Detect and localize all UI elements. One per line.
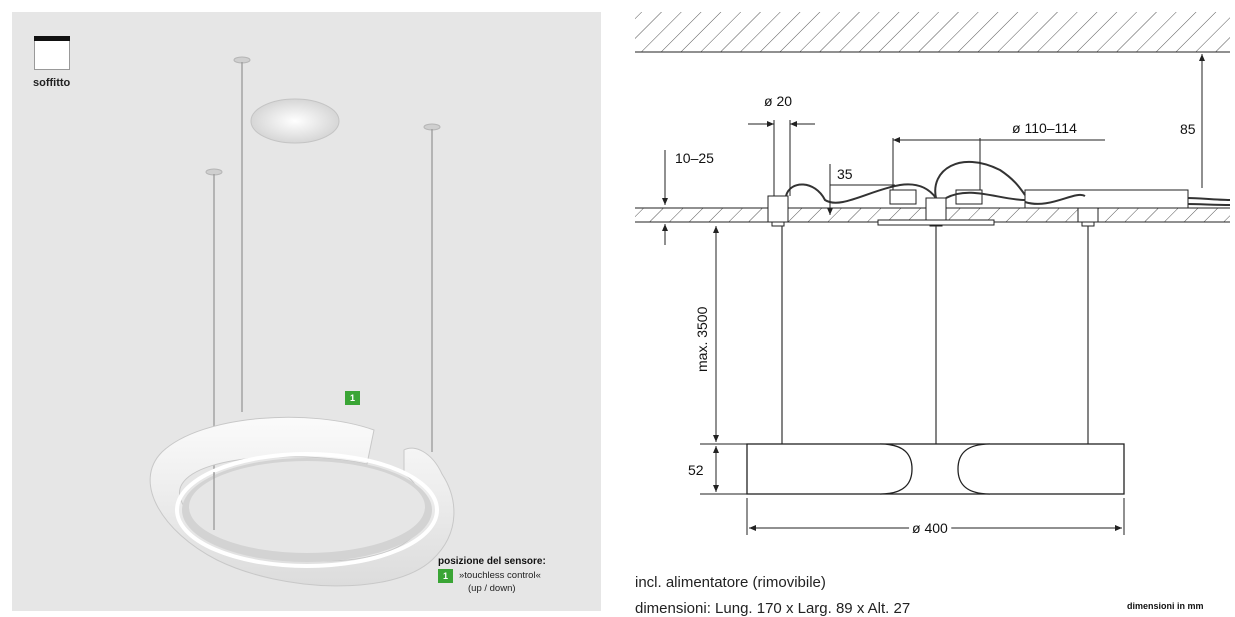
sensor-description: »touchless control« — [459, 570, 541, 581]
lamp-body — [746, 443, 1125, 495]
canopy-center — [925, 197, 947, 223]
dim-total-height: 85 — [1180, 121, 1196, 137]
note-driver: incl. alimentatore (rimovibile) — [635, 574, 826, 591]
canopy-left — [767, 195, 789, 223]
sensor-legend-badge: 1 — [438, 569, 453, 583]
dim-lamp-height: 52 — [688, 462, 704, 478]
note-driver-dimensions: dimensioni: Lung. 170 x Larg. 89 x Alt. … — [635, 600, 911, 617]
sensor-position-badge: 1 — [345, 391, 360, 405]
dim-ceiling-thickness: 10–25 — [675, 150, 714, 166]
driver-box — [1024, 189, 1189, 209]
dim-box-clearance: 35 — [837, 166, 853, 182]
ceiling-mount-icon — [34, 36, 70, 70]
dim-lamp-diameter: ø 400 — [912, 520, 948, 536]
sensor-title: posizione del sensore: — [438, 556, 546, 567]
sensor-direction: (up / down) — [468, 583, 516, 594]
ring-led-edge — [175, 452, 439, 568]
ring-inner-cut — [189, 461, 425, 553]
units-note: dimensioni in mm — [1127, 601, 1204, 611]
pendant-lamp-illustration — [149, 56, 455, 587]
structural-ceiling — [635, 12, 1230, 52]
mounting-label: soffitto — [33, 77, 71, 89]
ceiling-plate — [877, 219, 995, 226]
dim-max-length: max. 3500 — [694, 306, 710, 372]
dim-canopy-diameter: ø 20 — [764, 93, 792, 109]
ceiling-disc — [250, 98, 340, 144]
dim-cutout-diameter: ø 110–114 — [1012, 120, 1077, 136]
product-panel: soffitto 1 posizione del sensore: 1 »tou… — [12, 12, 601, 611]
dimension-drawing: ø 20 ø 110–114 10–25 35 85 52 ø 400 max.… — [635, 12, 1231, 540]
